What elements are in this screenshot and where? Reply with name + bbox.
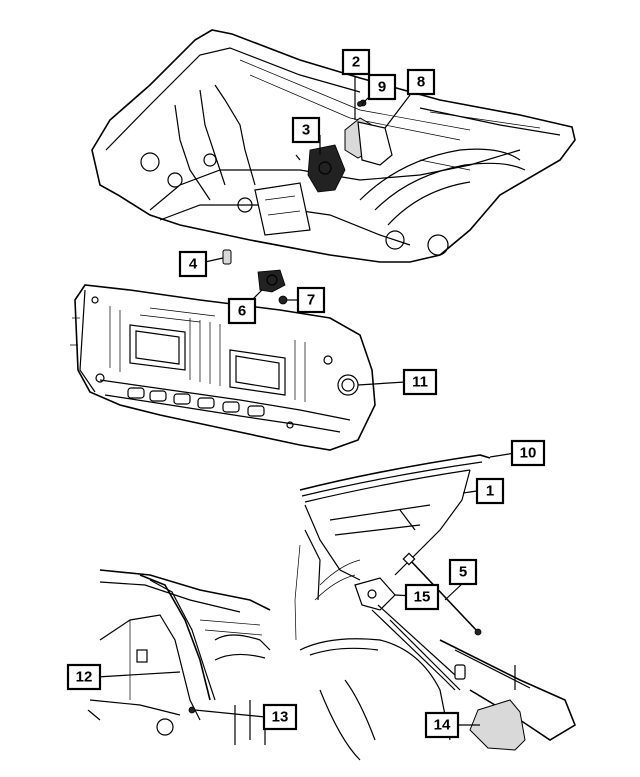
callout-3-label: 3 [302, 122, 310, 139]
callout-2-label: 2 [352, 54, 360, 71]
callout-12-label: 12 [76, 669, 93, 686]
callout-9: 9 [367, 73, 397, 101]
callout-6: 6 [227, 297, 257, 325]
latch-assembly [295, 144, 346, 193]
callout-11: 11 [402, 368, 438, 396]
callout-4-label: 4 [189, 256, 198, 273]
callout-14-label: 14 [434, 717, 451, 734]
quarter-panel-corner [87, 569, 271, 745]
callout-1-label: 1 [486, 483, 494, 500]
rear-deck-assembly [91, 29, 576, 263]
callout-10: 10 [510, 439, 546, 467]
callout-5: 5 [448, 558, 478, 586]
part-4-pin [222, 249, 232, 265]
callout-14: 14 [424, 711, 460, 739]
callout-1: 1 [475, 477, 505, 505]
leader-lines [96, 76, 516, 726]
callout-12: 12 [66, 663, 102, 691]
callout-7: 7 [296, 286, 326, 314]
part-7-nut [278, 295, 288, 305]
callout-13: 13 [262, 703, 298, 731]
callout-3: 3 [291, 116, 321, 144]
callout-15-label: 15 [414, 589, 431, 606]
rear-panel [70, 284, 376, 451]
bracket-assembly [344, 99, 393, 166]
callout-13-label: 13 [272, 709, 289, 726]
part-6-striker [257, 269, 286, 293]
callout-9-label: 9 [378, 79, 386, 96]
callout-6-label: 6 [238, 303, 246, 320]
callout-4: 4 [178, 250, 208, 278]
callout-8-label: 8 [417, 74, 425, 91]
callout-10-label: 10 [520, 445, 537, 462]
screw [357, 101, 363, 107]
trunk-lid-assembly [294, 454, 576, 761]
callout-5-label: 5 [459, 564, 467, 581]
callout-11-label: 11 [412, 374, 428, 391]
callout-15: 15 [404, 583, 440, 611]
callout-2: 2 [341, 48, 371, 76]
callout-7-label: 7 [307, 292, 315, 309]
callout-8: 8 [406, 68, 436, 96]
